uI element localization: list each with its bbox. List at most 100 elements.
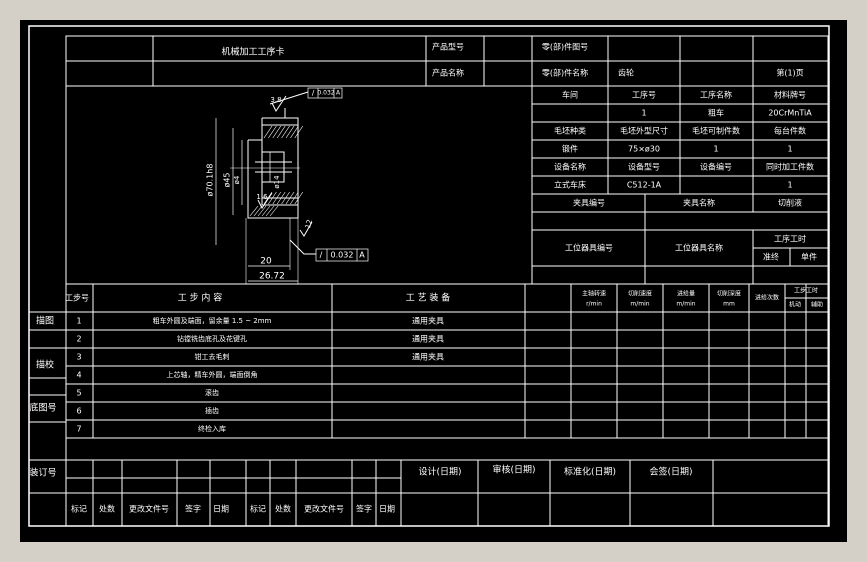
revision-label: 标记 xyxy=(71,504,87,514)
cut-depth-header: 切削深度 xyxy=(717,290,741,298)
step-content: 滚齿 xyxy=(205,388,219,397)
step-content-header: 工 步 内 容 xyxy=(178,292,223,304)
roughness-mid xyxy=(257,192,273,209)
coolant-label: 切削液 xyxy=(778,198,802,208)
revision-label: 更改文件号 xyxy=(304,504,344,514)
side-label-trace: 描图 xyxy=(36,315,54,327)
info-cell: 毛坯可制件数 xyxy=(692,126,740,136)
dim-20-label: 20 xyxy=(260,257,272,267)
info-cell: 工序号 xyxy=(632,90,656,100)
hatch-line xyxy=(276,191,286,205)
dim-70-label: ø70.1h8 xyxy=(206,164,215,197)
step-no: 1 xyxy=(76,317,81,326)
side-label-check: 描校 xyxy=(36,359,54,371)
info-cell: 75×ø30 xyxy=(628,145,660,154)
gear-hub xyxy=(247,140,299,219)
table-grid xyxy=(28,25,830,527)
roughness-top xyxy=(271,95,287,112)
revision-label: 签字 xyxy=(185,504,201,514)
tol-top-symbol: / xyxy=(312,89,315,97)
feed-header: 进给量 xyxy=(677,290,695,298)
hatch-line xyxy=(276,125,286,139)
info-cell: 粗车 xyxy=(708,108,724,118)
process-time-label: 工序工时 xyxy=(774,234,806,244)
revision-label: 处数 xyxy=(99,504,115,514)
roughness-side xyxy=(299,221,313,237)
hatch-line xyxy=(290,125,299,139)
passes-header: 进给次数 xyxy=(755,294,779,302)
step-content: 钻镗铣齿底孔及花键孔 xyxy=(177,334,247,343)
info-cell: 1 xyxy=(787,181,792,190)
hatch-line xyxy=(268,125,277,139)
step-equipment: 通用夹具 xyxy=(412,352,444,362)
tolerance-frame-top xyxy=(307,87,343,99)
revision-label: 处数 xyxy=(275,504,291,514)
revision-label: 日期 xyxy=(379,505,395,514)
hatch-line xyxy=(285,191,295,205)
sig-design: 设计(日期) xyxy=(418,466,461,478)
tol-bottom-value: 0.032 xyxy=(331,251,354,260)
side-label-base-no: 底图号 xyxy=(29,402,56,414)
hatch-line xyxy=(290,191,299,205)
step-content: 钳工去毛刺 xyxy=(195,352,230,361)
tol-top-value: 0.032 xyxy=(317,90,334,97)
cutting-speed-unit: m/min xyxy=(630,301,649,308)
sig-countersign: 会签(日期) xyxy=(649,466,692,478)
unit-time-label: 单件 xyxy=(801,252,817,262)
hatch-line xyxy=(249,205,259,217)
step-no: 7 xyxy=(76,425,81,434)
text-layer: 机械加工工序卡产品型号零(部)件图号产品名称零(部)件名称齿轮第(1)页车间工序… xyxy=(29,42,823,514)
card-title: 机械加工工序卡 xyxy=(221,46,284,58)
hatch-line xyxy=(269,205,279,217)
info-cell: 毛坯种类 xyxy=(554,126,586,136)
cut-depth-unit: mm xyxy=(723,301,735,308)
feed-unit: m/min xyxy=(676,301,695,308)
dim-45-label: ø45 xyxy=(223,172,232,187)
info-cell: 1 xyxy=(713,145,718,154)
tolerance-frame-bottom xyxy=(315,248,369,262)
tol-bottom-ref: A xyxy=(359,251,365,260)
info-cell: 同时加工件数 xyxy=(766,162,814,172)
hatch-line xyxy=(272,125,282,139)
fixture-no-label: 夹具编号 xyxy=(573,198,605,208)
revision-label: 签字 xyxy=(356,504,372,514)
hatch-line xyxy=(281,125,290,139)
hatch-line xyxy=(272,191,282,205)
tol-top-ref: A xyxy=(336,90,341,97)
hatch-line xyxy=(285,125,295,139)
product-name-label: 产品名称 xyxy=(432,68,464,78)
dim-4-label: ø4 xyxy=(233,175,241,184)
info-cell: 锻件 xyxy=(562,144,578,154)
hatch-line xyxy=(257,205,267,217)
roughness-side-value: 12 xyxy=(304,219,314,230)
station-tool-name-label: 工位器具名称 xyxy=(675,243,723,253)
roughness-mid-value: 1.6 xyxy=(256,193,268,201)
inner-frame xyxy=(65,35,829,527)
revision-label: 更改文件号 xyxy=(129,504,169,514)
spindle-speed-header: 主轴转速 xyxy=(582,290,606,298)
part-cross-section xyxy=(215,87,369,284)
part-drawing-no-label: 零(部)件图号 xyxy=(542,42,588,52)
station-tool-no-label: 工位器具编号 xyxy=(565,243,613,253)
dim-26-label: 26.72 xyxy=(259,272,285,282)
hatch-line xyxy=(253,205,263,217)
info-cell: 工序名称 xyxy=(700,90,732,100)
step-time-header: 工步工时 xyxy=(794,287,818,295)
info-cell: 每台件数 xyxy=(774,126,806,136)
tol-bottom-symbol: / xyxy=(320,251,323,260)
sig-standard: 标准化(日期) xyxy=(564,466,616,478)
step-content: 终检入库 xyxy=(198,424,226,433)
equipment-header: 工 艺 装 备 xyxy=(406,292,451,304)
hatch-line xyxy=(294,125,304,139)
step-no: 3 xyxy=(76,353,81,362)
cutting-speed-header: 切削速度 xyxy=(628,290,652,298)
product-model-label: 产品型号 xyxy=(432,42,464,52)
hatch-line xyxy=(268,191,277,205)
part-name-label: 零(部)件名称 xyxy=(542,68,588,78)
dim-14-label: ø14 xyxy=(273,175,281,189)
info-cell: 材料牌号 xyxy=(774,90,806,100)
step-no: 2 xyxy=(76,335,81,344)
step-content: 上芯轴，精车外圆，端面倒角 xyxy=(167,370,258,379)
step-equipment: 通用夹具 xyxy=(412,316,444,326)
